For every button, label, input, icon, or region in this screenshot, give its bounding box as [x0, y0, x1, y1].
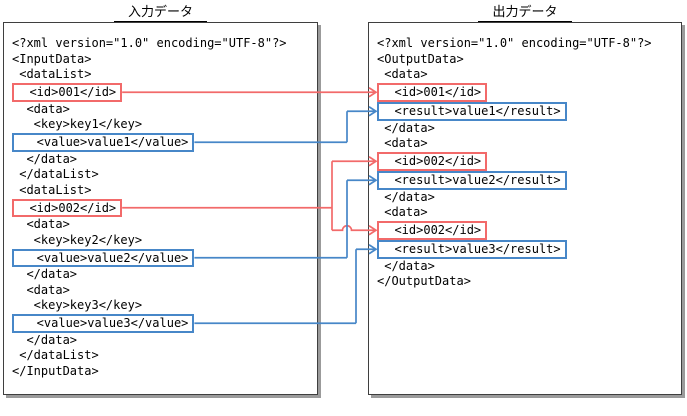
xml-line: </data>: [377, 189, 435, 204]
input-panel-title-text: 入力データ: [113, 1, 207, 22]
xml-line: <value>value3</value>: [12, 314, 309, 333]
output-panel-title: 出力データ: [368, 1, 682, 22]
xml-line: </dataList>: [12, 167, 99, 181]
xml-line: <id>001</id>: [12, 83, 309, 102]
xml-tag-box-red: <id>001</id>: [12, 83, 123, 102]
xml-line: <data>: [377, 136, 428, 150]
output-panel-title-text: 出力データ: [478, 1, 572, 22]
xml-line: <data>: [12, 101, 70, 116]
xml-tag-box-blue: <value>value1</value>: [12, 133, 195, 152]
xml-tag-box-red: <id>002</id>: [12, 198, 123, 217]
xml-line: </data>: [12, 267, 78, 281]
xml-line: <dataList>: [12, 67, 92, 81]
xml-line: </InputData>: [12, 363, 99, 378]
xml-line: <result>value2</result>: [377, 171, 673, 190]
xml-line: <result>value3</result>: [377, 240, 673, 259]
xml-tag-box-blue: <result>value1</result>: [377, 102, 567, 121]
xml-line: <OutputData>: [377, 51, 464, 66]
xml-line: </OutputData>: [377, 274, 471, 288]
xml-line: </data>: [377, 120, 435, 135]
xml-line: </dataList>: [12, 348, 99, 362]
xml-line: <dataList>: [12, 182, 92, 197]
xml-line: <?xml version="1.0" encoding="UTF-8"?>: [377, 36, 652, 50]
xml-line: <value>value2</value>: [12, 248, 309, 267]
xml-line: <data>: [12, 282, 70, 297]
xml-line: <key>key3</key>: [12, 298, 143, 312]
xml-line: <id>001</id>: [377, 83, 673, 102]
xml-line: <value>value1</value>: [12, 133, 309, 152]
xml-tag-box-red: <id>002</id>: [377, 221, 488, 240]
xml-tag-box-red: <id>001</id>: [377, 83, 488, 102]
xml-line: </data>: [377, 258, 435, 273]
xml-line: <key>key1</key>: [12, 117, 143, 131]
xml-tag-box-blue: <result>value2</result>: [377, 171, 567, 190]
output-panel: <?xml version="1.0" encoding="UTF-8"?><O…: [368, 22, 682, 395]
input-panel-title: 入力データ: [3, 1, 318, 22]
xml-line: <?xml version="1.0" encoding="UTF-8"?>: [12, 36, 287, 50]
xml-line: <data>: [377, 67, 428, 81]
xml-tag-box-red: <id>002</id>: [377, 152, 488, 171]
xml-line: <id>002</id>: [377, 221, 673, 240]
xml-line: <data>: [12, 217, 70, 231]
xml-tag-box-blue: <value>value2</value>: [12, 248, 195, 267]
xml-line: <InputData>: [12, 51, 92, 66]
xml-line: </data>: [12, 151, 78, 166]
xml-line: <id>002</id>: [377, 152, 673, 171]
xml-tag-box-blue: <value>value3</value>: [12, 314, 195, 333]
xml-line: <id>002</id>: [12, 198, 309, 217]
xml-line: <key>key2</key>: [12, 232, 143, 247]
xml-line: <data>: [377, 205, 428, 219]
xml-line: </data>: [12, 332, 78, 347]
xml-tag-box-blue: <result>value3</result>: [377, 240, 567, 259]
xml-line: <result>value1</result>: [377, 102, 673, 121]
input-panel: <?xml version="1.0" encoding="UTF-8"?><I…: [3, 22, 318, 395]
